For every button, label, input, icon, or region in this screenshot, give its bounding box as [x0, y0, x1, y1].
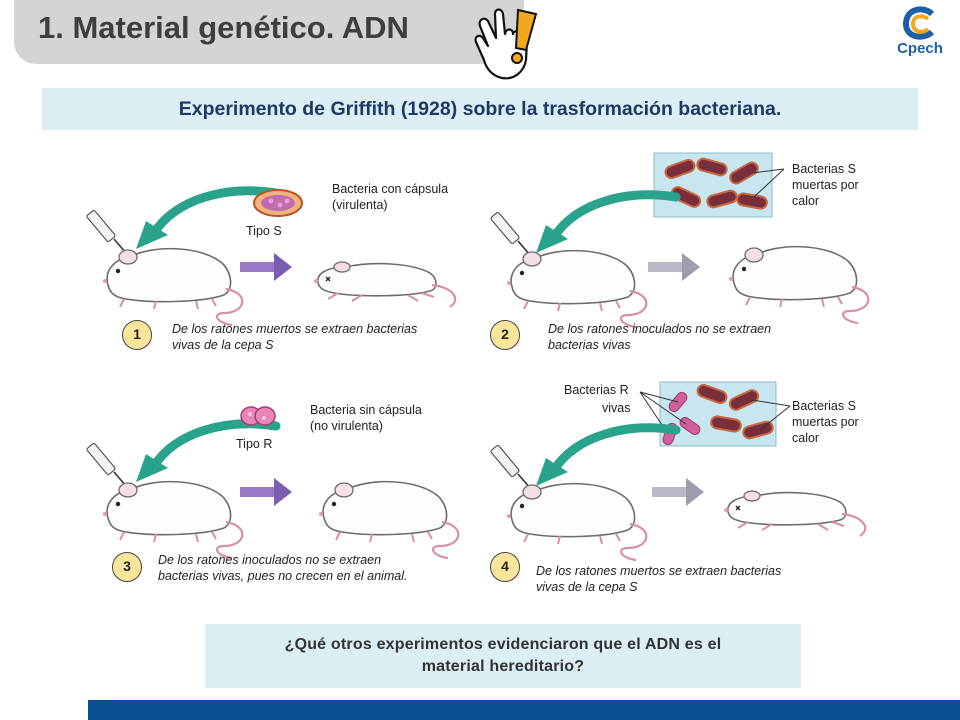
question-line-2: material hereditario?	[421, 658, 585, 675]
live-mouse-icon	[505, 482, 648, 562]
panel-2-label-2: muertas por	[792, 178, 859, 192]
panel-2-caption-2: bacterias vivas	[548, 338, 631, 352]
gray-arrow-icon	[652, 478, 704, 506]
panel-1-label-2: (virulenta)	[332, 198, 388, 212]
panel-3-caption-2: bacterias vivas, pues no crecen en el an…	[158, 569, 408, 583]
subtitle-bar: Experimento de Griffith (1928) sobre la …	[42, 88, 918, 130]
subtitle: Experimento de Griffith (1928) sobre la …	[178, 97, 782, 120]
question-text: ¿Qué otros experimentos evidenciaron que…	[285, 634, 722, 678]
panel-4: Bacterias R vivas Bacterias S muertas po…	[490, 378, 890, 608]
panel-1-number: 1	[122, 320, 152, 350]
cpech-logo: Cpech	[888, 6, 952, 62]
panel-3-label-1: Bacteria sin cápsula	[310, 403, 422, 417]
pointing-hand-exclamation-icon	[474, 8, 538, 80]
rough-bacterium-icon	[240, 406, 276, 426]
panel-4-s-label-3: calor	[792, 431, 820, 445]
live-mouse-icon	[101, 247, 244, 327]
question-line-1: ¿Qué otros experimentos evidenciaron que…	[284, 636, 722, 653]
panel-4-s-label-2: muertas por	[792, 415, 859, 429]
panel-2-label-3: calor	[792, 194, 820, 208]
syringe-icon	[86, 208, 127, 254]
purple-arrow-icon	[240, 253, 292, 281]
panel-1-caption-2: vivas de la cepa S	[172, 338, 274, 352]
panel-3-type: Tipo R	[236, 437, 273, 451]
gray-arrow-icon	[648, 253, 700, 281]
panel-1-type: Tipo S	[246, 224, 282, 238]
panel-3-number: 3	[112, 552, 142, 582]
logo-text: Cpech	[897, 40, 943, 57]
panel-1-caption-1: De los ratones muertos se extraen bacter…	[172, 322, 418, 336]
page-title: 1. Material genético. ADN	[38, 10, 409, 45]
syringe-icon	[490, 443, 531, 489]
syringe-icon	[490, 210, 531, 256]
dead-mouse-icon	[312, 260, 457, 309]
panel-1: Bacteria con cápsula (virulenta) Tipo S …	[86, 145, 486, 375]
panel-4-s-label-1: Bacterias S	[792, 399, 856, 413]
dead-mouse-icon	[722, 489, 867, 538]
panel-2-caption-1: De los ratones inoculados no se extraen	[548, 322, 772, 336]
question-box: ¿Qué otros experimentos evidenciaron que…	[205, 624, 801, 688]
panel-2-illustration	[490, 152, 870, 329]
live-mouse-icon	[101, 480, 244, 560]
capsule-bacterium-icon	[253, 189, 303, 217]
panel-3-caption-1: De los ratones inoculados no se extraen	[158, 553, 382, 567]
panel-2: Bacterias S muertas por calor 2 De los r…	[490, 145, 890, 375]
title-tab	[14, 0, 524, 64]
panel-1-label-1: Bacteria con cápsula	[332, 182, 449, 196]
teal-arrow-icon	[136, 424, 276, 482]
panel-4-r-label-1: Bacterias R	[564, 383, 629, 397]
purple-arrow-icon	[240, 478, 292, 506]
syringe-icon	[86, 441, 127, 487]
footer-bar	[88, 700, 960, 720]
panel-2-number: 2	[490, 320, 520, 350]
cpech-logo-mark	[902, 6, 935, 40]
panel-4-caption-1: De los ratones muertos se extraen bacter…	[536, 564, 782, 578]
panel-4-number: 4	[490, 552, 520, 582]
live-mouse-icon	[505, 249, 648, 329]
live-mouse-icon	[727, 245, 870, 325]
panel-4-r-label-2: vivas	[602, 401, 631, 415]
live-mouse-icon	[317, 480, 460, 560]
panel-3-label-2: (no virulenta)	[310, 419, 383, 433]
panel-4-caption-2: vivas de la cepa S	[536, 580, 638, 594]
teal-arrow-icon	[536, 428, 676, 486]
panel-3: Bacteria sin cápsula (no virulenta) Tipo…	[86, 378, 486, 608]
panel-2-label-1: Bacterias S	[792, 162, 856, 176]
panel-4-illustration	[490, 381, 867, 562]
